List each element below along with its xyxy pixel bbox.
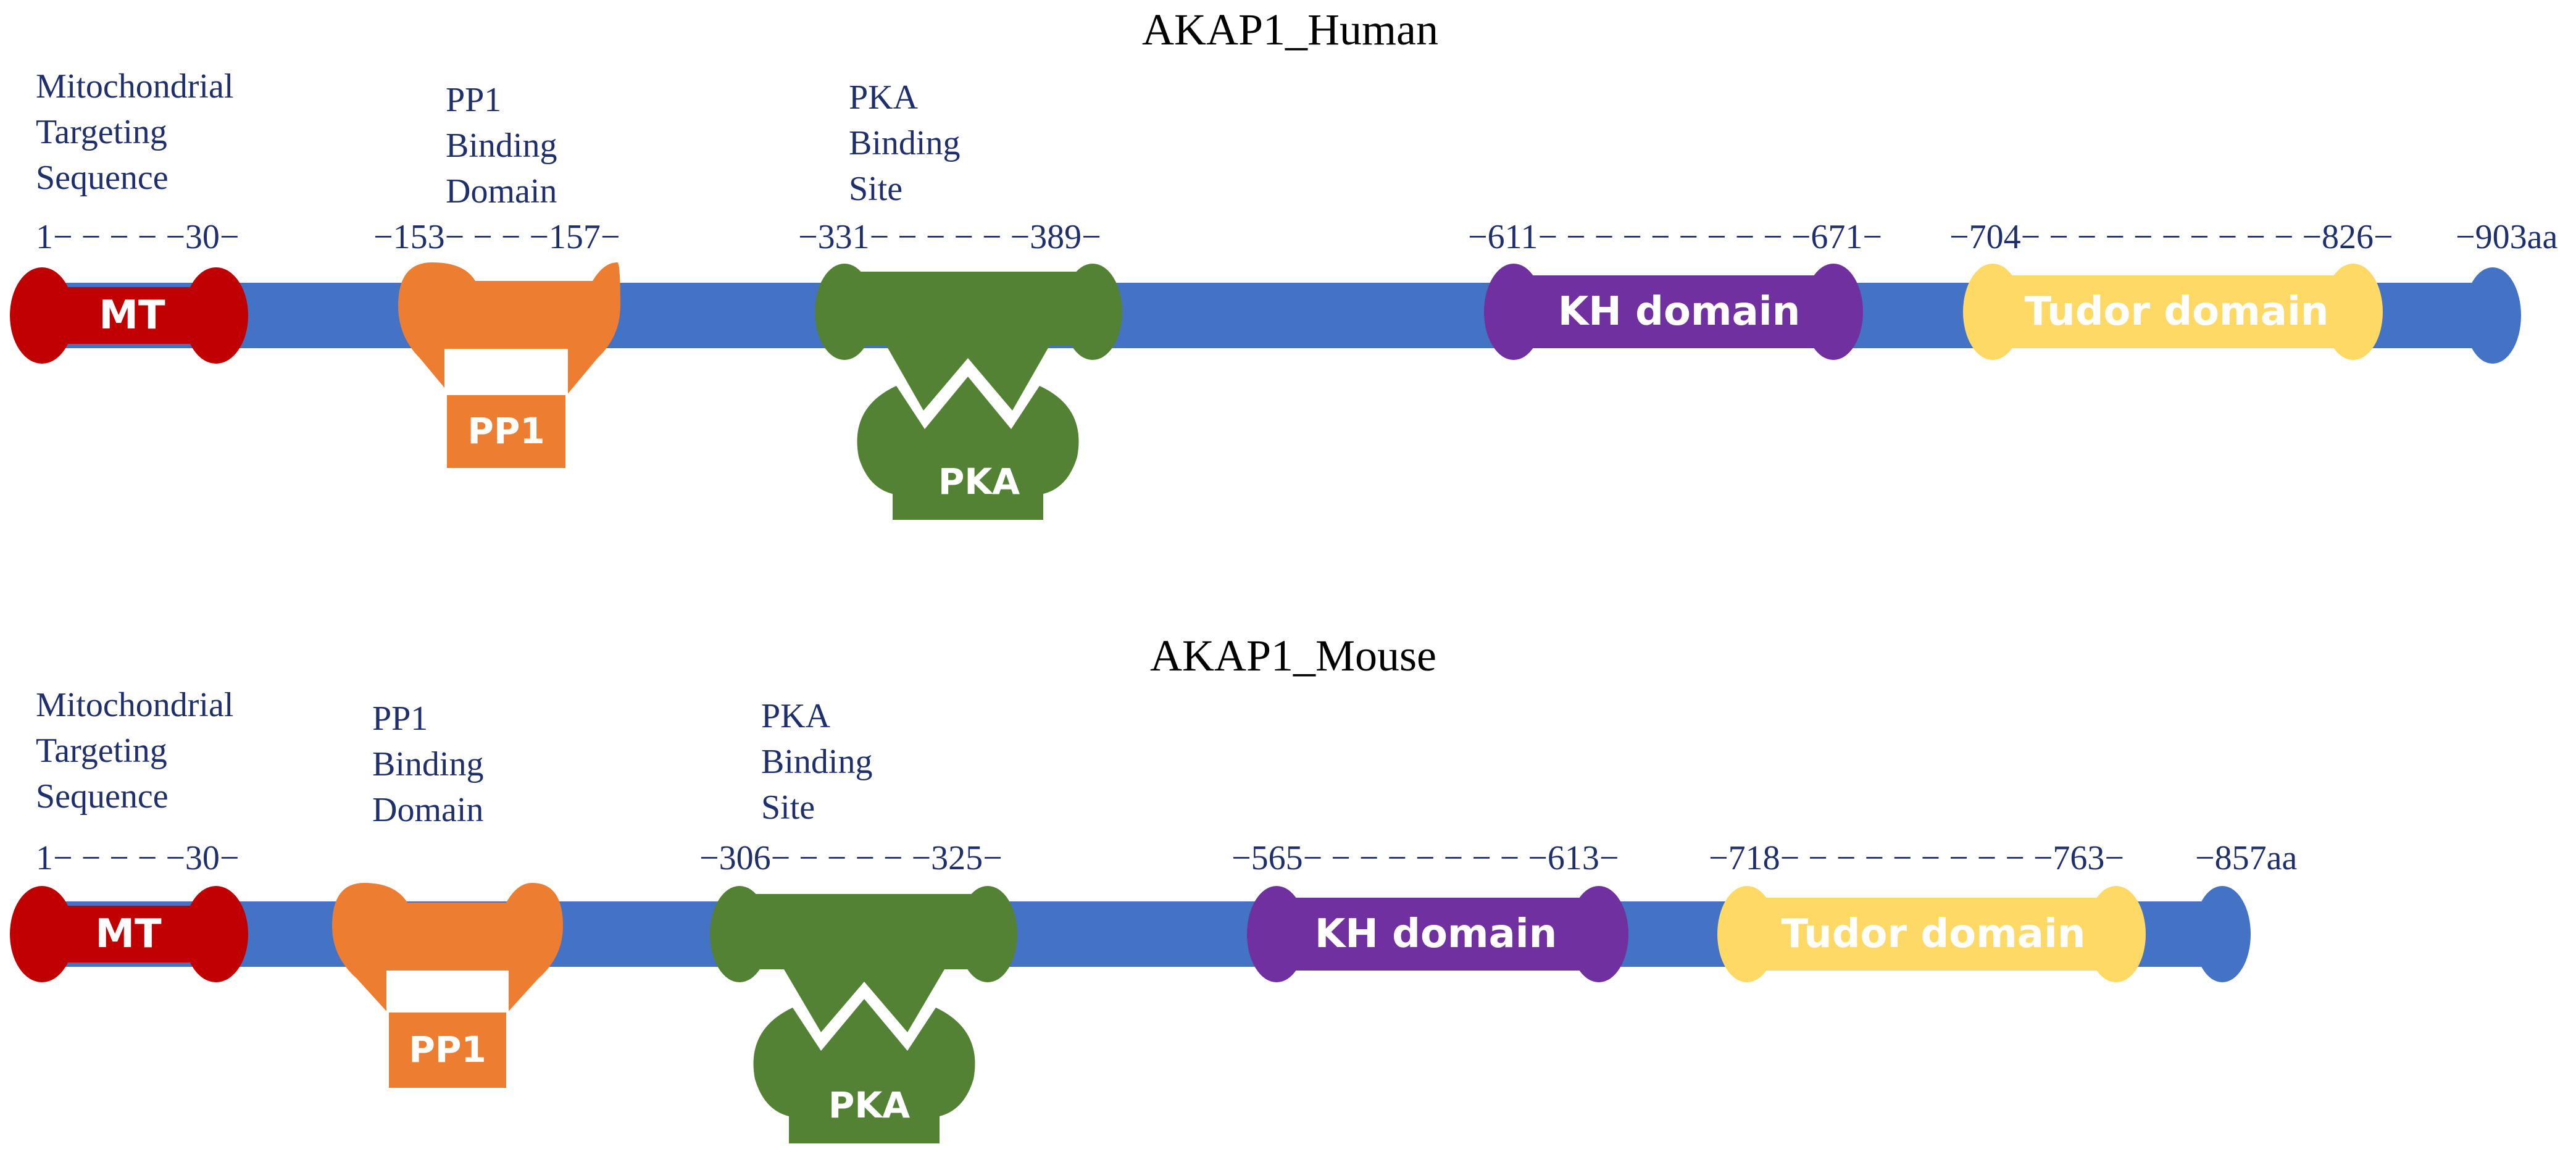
pos-pka: −306− − − − − −325− (699, 839, 1002, 877)
mt-label-line-2: Targeting (36, 732, 167, 770)
mt-label-line-3: Sequence (36, 777, 169, 816)
pka-binding-site (815, 264, 1122, 411)
pp1-label: PP1 Binding Domain (446, 81, 557, 211)
pp1-label-line-3: Domain (372, 791, 483, 829)
pos-pka: −331− − − − − −389− (798, 218, 1101, 256)
pka-label-line-3: Site (849, 170, 902, 208)
pos-tudor: −704− − − − − − − − − − −826− (1949, 218, 2393, 256)
tudor-domain: Tudor domain (1963, 264, 2383, 360)
position-labels: 1− − − − −30− −306− − − − − −325− −565− … (36, 839, 2297, 877)
pka-label-line-3: Site (761, 788, 815, 827)
panel-title: AKAP1_Mouse (1150, 631, 1436, 680)
panel-mouse: AKAP1_Mouse Mitochondrial Targeting Sequ… (10, 631, 2297, 1143)
pka-label-line-2: Binding (761, 743, 872, 781)
pp1-label-line-3: Domain (446, 172, 557, 211)
panel-title: AKAP1_Human (1142, 5, 1438, 54)
pos-end: −857aa (2195, 839, 2297, 877)
mt-label: Mitochondrial Targeting Sequence (36, 686, 233, 816)
mt-domain-label: MT (99, 293, 165, 338)
mt-label-line-3: Sequence (36, 159, 169, 197)
mt-domain: MT (10, 886, 248, 982)
mt-label: Mitochondrial Targeting Sequence (36, 67, 233, 197)
pka-protein-label: PKA (828, 1084, 910, 1126)
kh-domain-label: KH domain (1558, 289, 1801, 335)
position-labels: 1− − − − −30− −153− − − −157− −331− − − … (36, 218, 2557, 256)
pka-binding-site (710, 886, 1017, 1032)
pos-mt: 1− − − − −30− (36, 839, 240, 877)
pka-label-line-1: PKA (849, 78, 919, 117)
pos-end: −903aa (2456, 218, 2557, 256)
panel-human: AKAP1_Human Mitochondrial Targeting Sequ… (10, 5, 2557, 520)
pos-kh: −565− − − − − − − − −613− (1232, 839, 1619, 877)
pp1-protein-label: PP1 (409, 1029, 486, 1071)
pka-label-line-2: Binding (849, 124, 960, 162)
pos-tudor: −718− − − − − − − − − −763− (1709, 839, 2124, 877)
mt-label-line-1: Mitochondrial (36, 686, 233, 724)
kh-domain-label: KH domain (1315, 911, 1557, 957)
tudor-domain-label: Tudor domain (1782, 911, 2086, 957)
pp1-label-line-1: PP1 (446, 81, 501, 119)
pka-protein: PKA (857, 377, 1079, 520)
pos-mt: 1− − − − −30− (36, 218, 240, 256)
backbone-end-cap (2194, 886, 2251, 982)
pp1-binding-domain (332, 883, 563, 1013)
pp1-protein: PP1 (447, 395, 565, 468)
pos-pp1: −153− − − −157− (373, 218, 620, 256)
pka-protein: PKA (753, 999, 975, 1143)
pka-protein-label: PKA (938, 461, 1020, 503)
pp1-protein-label: PP1 (467, 410, 544, 452)
tudor-domain: Tudor domain (1717, 886, 2146, 982)
pos-kh: −611− − − − − − − − − −671− (1468, 218, 1882, 256)
pp1-label: PP1 Binding Domain (372, 700, 483, 829)
mt-domain-label: MT (95, 911, 162, 957)
mt-label-line-1: Mitochondrial (36, 67, 233, 106)
pka-label: PKA Binding Site (761, 697, 872, 827)
backbone-end-cap (2464, 267, 2521, 364)
pp1-protein: PP1 (389, 1013, 506, 1088)
tudor-domain-label: Tudor domain (2025, 289, 2329, 335)
pka-label: PKA Binding Site (849, 78, 960, 208)
pp1-label-line-1: PP1 (372, 700, 428, 738)
kh-domain: KH domain (1247, 886, 1628, 982)
pka-label-line-1: PKA (761, 697, 831, 735)
mt-label-line-2: Targeting (36, 113, 167, 151)
pp1-label-line-2: Binding (372, 745, 483, 783)
pp1-label-line-2: Binding (446, 127, 557, 165)
kh-domain: KH domain (1484, 264, 1863, 360)
pp1-binding-domain (398, 262, 620, 395)
mt-domain: MT (10, 267, 248, 364)
